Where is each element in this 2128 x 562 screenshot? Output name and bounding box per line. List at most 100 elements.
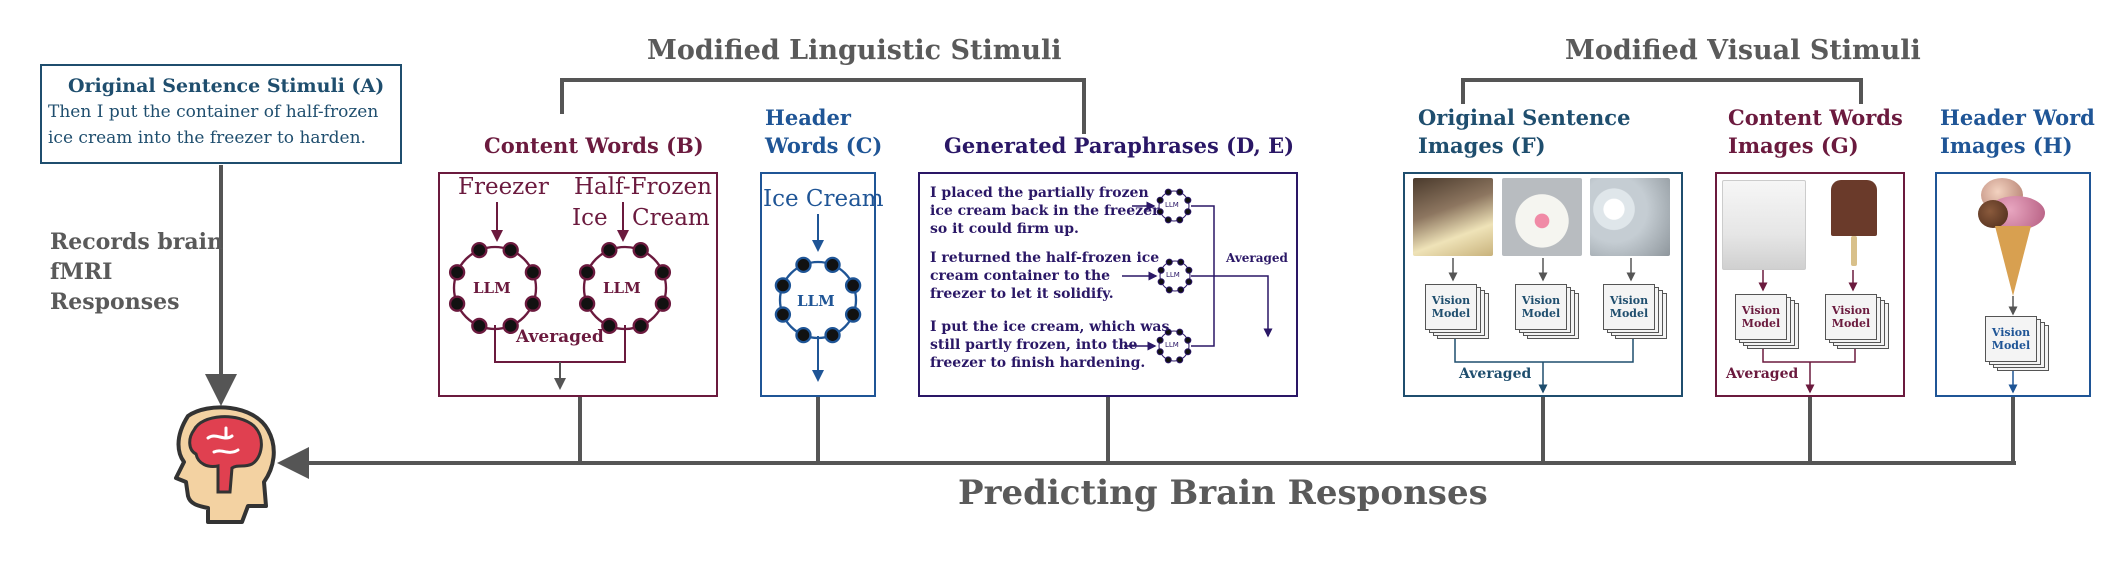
content-word-cream: Cream: [632, 205, 710, 231]
content-images-box: [1715, 172, 1905, 397]
llm-ring-p1-node: [1184, 196, 1192, 204]
llm-ring-p1-node: [1164, 188, 1172, 196]
header-words-llm-graph: [774, 214, 862, 382]
content-words-box: [438, 172, 718, 397]
bus-drops: [578, 397, 2015, 463]
content-word-half-frozen: Half-Frozen: [574, 174, 712, 200]
llm-ring-p3-node: [1184, 336, 1192, 344]
llm-ring-b2-node: [654, 295, 672, 312]
orig-images-averaged: Averaged: [1459, 366, 1532, 382]
paraphrases-box: [918, 172, 1298, 397]
orig-images-arrows: [1448, 258, 1636, 394]
llm-ring-b1-node: [471, 241, 488, 259]
content-images-arrows: [1758, 270, 1858, 394]
brain-head-icon: [174, 405, 276, 524]
paraphrase-3-line1: I put the ice cream, which was: [930, 319, 1170, 335]
llm-ring-p3-node: [1176, 356, 1184, 364]
llm-ring-p1-node: [1156, 196, 1164, 204]
paraphrase-llm-graphs: [1122, 188, 1273, 364]
header-images-title2: Images (H): [1940, 133, 2073, 158]
llm-ring-c-node: [795, 326, 812, 344]
orig-image-3: [1590, 178, 1670, 256]
llm-label-p2: LLM: [1166, 271, 1180, 279]
llm-ring-p2-node: [1177, 286, 1185, 294]
llm-ring-p1-node: [1176, 188, 1184, 196]
paraphrases-averaged: Averaged: [1226, 251, 1288, 265]
llm-ring-p2-node: [1157, 278, 1165, 286]
records-line3: Responses: [50, 289, 180, 315]
llm-ring-b2-node: [601, 317, 618, 335]
paraphrase-2-line3: freezer to let it solidify.: [930, 286, 1114, 302]
llm-ring-b2-node: [632, 317, 649, 335]
paraphrase-2: I returned the half-frozen ice cream con…: [930, 249, 1159, 303]
llm-label-b1: LLM: [473, 279, 511, 297]
header-images-box: [1935, 172, 2091, 397]
llm-label-p1: LLM: [1165, 201, 1179, 209]
llm-ring-p2-node: [1165, 286, 1173, 294]
llm-ring-p2-node: [1157, 266, 1165, 274]
paraphrase-1-line2: ice cream back in the freezer: [930, 203, 1160, 219]
llm-ring-c-node: [844, 277, 862, 294]
llm-ring-b1: [448, 241, 542, 335]
llm-ring-b1-node: [448, 295, 466, 312]
content-word-freezer: Freezer: [458, 174, 549, 200]
llm-ring-p1-node: [1176, 216, 1184, 224]
content-words-title: Content Words (B): [484, 133, 704, 158]
vision-model-f2-label2: Model: [1521, 307, 1561, 320]
llm-ring-c-node: [774, 306, 792, 323]
llm-ring-b2-node: [578, 295, 596, 312]
llm-ring-b2-node: [632, 241, 649, 259]
llm-ring-b1-node: [502, 317, 519, 335]
vision-model-f1-label2: Model: [1431, 307, 1471, 320]
orig-images-title1: Original Sentence: [1418, 105, 1631, 130]
content-image-ice-cream-bar: [1831, 180, 1877, 236]
paraphrase-2-line1: I returned the half-frozen ice: [930, 250, 1160, 266]
llm-ring-b1-node: [502, 241, 519, 259]
content-images-title2: Images (G): [1728, 133, 1859, 158]
paraphrase-3: I put the ice cream, which was still par…: [930, 318, 1169, 372]
content-image-stick: [1851, 236, 1857, 266]
llm-ring-b1-node: [448, 264, 466, 281]
llm-ring-b1-node: [524, 264, 542, 281]
content-images-averaged: Averaged: [1726, 366, 1799, 382]
llm-ring-b2: [578, 241, 672, 335]
llm-ring-c-node: [824, 326, 841, 344]
original-sentence-line1: Then I put the container of half-frozen: [48, 102, 379, 122]
llm-ring-p3-node: [1184, 348, 1192, 356]
original-sentence-box: [40, 64, 402, 164]
llm-ring-p3: [1156, 328, 1192, 364]
llm-ring-b1-node: [471, 317, 488, 335]
header-words-title1: Header: [765, 105, 851, 130]
llm-label-c: LLM: [797, 292, 835, 310]
content-words-llm-graphs: [448, 202, 672, 390]
llm-ring-p3-node: [1176, 328, 1184, 336]
llm-ring-p3-node: [1164, 328, 1172, 336]
header-words-box: [760, 172, 876, 397]
llm-ring-b1-node: [524, 295, 542, 312]
header-words-title2: Words (C): [765, 133, 883, 158]
paraphrase-1-line1: I placed the partially frozen: [930, 185, 1149, 201]
paraphrase-3-line2: still partly frozen, into the: [930, 337, 1138, 353]
vision-model-f1-label1: Vision: [1431, 294, 1471, 307]
content-image-freezer: [1722, 180, 1806, 270]
llm-ring-p3-node: [1164, 356, 1172, 364]
llm-ring-p3-node: [1156, 348, 1164, 356]
llm-ring-p3-node: [1156, 336, 1164, 344]
original-sentence-line2: ice cream into the freezer to harden.: [48, 128, 366, 148]
vision-model-f2-label1: Vision: [1521, 294, 1561, 307]
paraphrases-title: Generated Paraphrases (D, E): [944, 133, 1295, 158]
llm-ring-p2-node: [1177, 258, 1185, 266]
llm-ring-p1: [1156, 188, 1192, 224]
content-words-averaged: Averaged: [516, 327, 604, 347]
orig-images-box: [1403, 172, 1683, 397]
linguistic-bracket: [560, 78, 1086, 134]
paraphrase-2-line2: cream container to the: [930, 268, 1111, 284]
vision-model-g2-label1: Vision: [1831, 304, 1871, 317]
